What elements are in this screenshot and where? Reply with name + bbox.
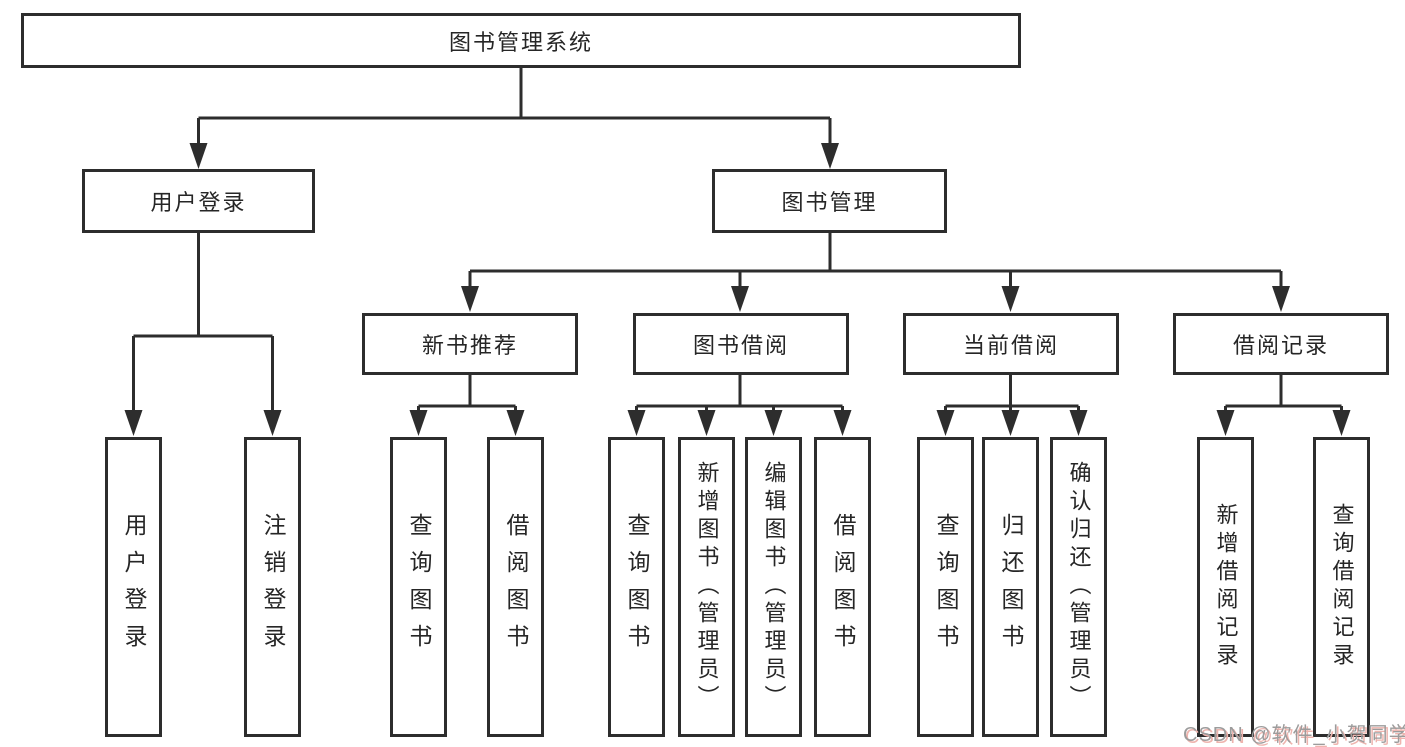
node-label: 新增借阅记录: [1213, 503, 1239, 671]
csdn-watermark: CSDN @软件_小贺同学: [1183, 724, 1405, 746]
node-label: 新书推荐: [421, 333, 518, 358]
arrow-down-icon: [627, 410, 646, 436]
node-label: 图书借阅: [692, 333, 789, 358]
arrow-down-icon: [124, 410, 143, 436]
node-label: 借阅图书: [503, 513, 529, 661]
connector-book-management-children: [461, 233, 1290, 312]
connector-root-to-level1: [189, 68, 839, 169]
arrow-down-icon: [1272, 286, 1290, 312]
leaf-logout: 注销登录: [244, 437, 301, 737]
node-label: 编辑图书（管理员）: [761, 461, 787, 713]
arrow-down-icon: [409, 410, 428, 436]
arrow-down-icon: [821, 143, 839, 169]
leaf-query-books-borrowing: 查询图书: [608, 437, 665, 737]
arrow-down-icon: [697, 410, 716, 436]
connector-user-login-children: [124, 233, 282, 436]
node-label: 查询图书: [933, 513, 959, 661]
node-library-system: 图书管理系统: [21, 13, 1021, 68]
node-current-borrowing: 当前借阅: [903, 313, 1119, 375]
leaf-confirm-return-admin: 确认归还（管理员）: [1050, 437, 1107, 737]
node-book-management: 图书管理: [712, 169, 947, 233]
leaf-query-books-recommend: 查询图书: [390, 437, 447, 737]
leaf-edit-books-admin: 编辑图书（管理员）: [745, 437, 802, 737]
node-label: 用户登录: [150, 190, 247, 215]
arrow-down-icon: [833, 410, 852, 436]
node-label: 借阅图书: [830, 513, 856, 661]
arrow-down-icon: [461, 286, 479, 312]
node-label: 注销登录: [260, 513, 286, 661]
leaf-return-books: 归还图书: [982, 437, 1039, 737]
arrow-down-icon: [1069, 410, 1088, 436]
node-new-book-recommendation: 新书推荐: [362, 313, 578, 375]
node-borrowing-records: 借阅记录: [1173, 313, 1389, 375]
node-label: 用户登录: [121, 513, 147, 661]
leaf-user-login: 用户登录: [105, 437, 162, 737]
node-book-borrowing: 图书借阅: [633, 313, 849, 375]
connector-new-book-children: [409, 375, 525, 436]
arrow-down-icon: [1216, 410, 1235, 436]
leaf-borrow-books-recommend: 借阅图书: [487, 437, 544, 737]
arrow-down-icon: [1001, 410, 1020, 436]
arrow-down-icon: [189, 143, 208, 169]
node-label: 查询借阅记录: [1329, 503, 1355, 671]
node-label: 归还图书: [998, 513, 1024, 661]
arrow-down-icon: [1332, 410, 1351, 436]
leaf-add-borrow-record: 新增借阅记录: [1197, 437, 1254, 737]
node-label: 借阅记录: [1232, 333, 1329, 358]
node-label: 当前借阅: [962, 333, 1059, 358]
arrow-down-icon: [506, 410, 525, 436]
connector-current-borrowing-children: [936, 375, 1088, 436]
arrow-down-icon: [764, 410, 783, 436]
leaf-add-books-admin: 新增图书（管理员）: [678, 437, 735, 737]
node-label: 查询图书: [624, 513, 650, 661]
connector-book-borrowing-children: [627, 375, 852, 436]
node-label: 新增图书（管理员）: [694, 461, 720, 713]
node-label: 图书管理系统: [448, 29, 593, 55]
node-label: 确认归还（管理员）: [1066, 461, 1092, 713]
leaf-borrow-books: 借阅图书: [814, 437, 871, 737]
arrow-down-icon: [1001, 286, 1020, 312]
arrow-down-icon: [936, 410, 955, 436]
node-label: 图书管理: [781, 190, 878, 215]
arrow-down-icon: [263, 410, 282, 436]
leaf-query-borrow-record: 查询借阅记录: [1313, 437, 1370, 737]
node-label: 查询图书: [406, 513, 432, 661]
arrow-down-icon: [731, 286, 749, 312]
connector-borrowing-records-children: [1216, 375, 1351, 436]
leaf-query-books-current: 查询图书: [917, 437, 974, 737]
node-user-login: 用户登录: [82, 169, 315, 233]
